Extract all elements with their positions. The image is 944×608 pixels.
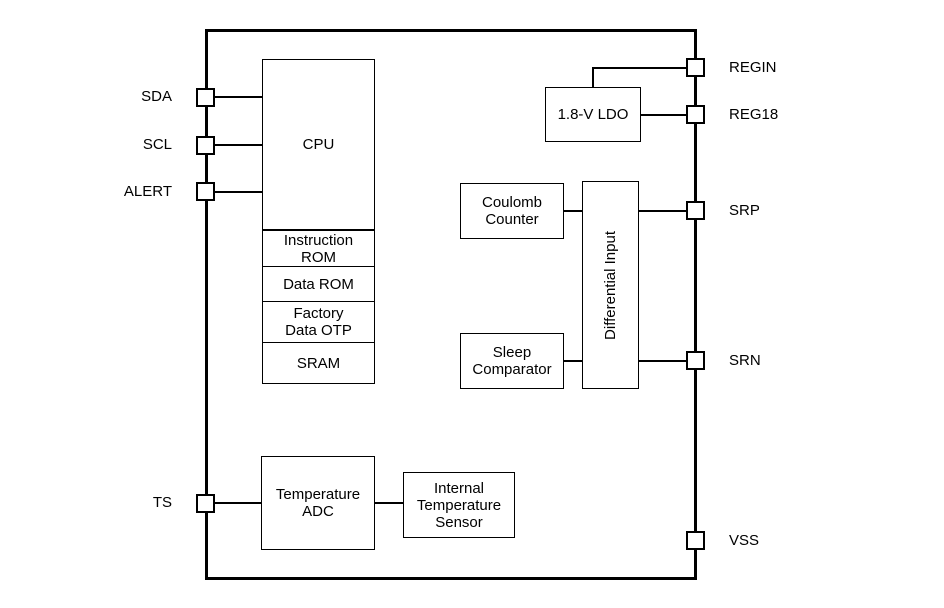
coulomb-counter-label: Coulomb Counter — [481, 194, 543, 228]
regin-pin-label: REGIN — [729, 59, 777, 76]
internal-temperature-sensor-label: Internal Temperature Sensor — [416, 479, 502, 531]
vss-pin-label: VSS — [729, 532, 760, 549]
regin-pin — [686, 58, 705, 77]
data-rom-label: Data ROM — [283, 275, 354, 293]
temperature-adc-block: Temperature ADC — [261, 456, 375, 550]
ts-pin — [196, 494, 215, 513]
data-rom-block: Data ROM — [262, 266, 375, 302]
sleep-comparator-block: Sleep Comparator — [460, 333, 564, 389]
wire-adc-sensor — [375, 502, 403, 504]
reg18-pin — [686, 105, 705, 124]
sleep-comparator-label: Sleep Comparator — [472, 344, 552, 378]
instruction-rom-block: Instruction ROM — [262, 230, 375, 267]
cpu-block: CPU — [262, 59, 375, 230]
ldo-block: 1.8-V LDO — [545, 87, 641, 142]
wire-sleep-diffinput — [564, 360, 582, 362]
ldo-label: 1.8-V LDO — [557, 106, 629, 123]
wire-diffinput-srp — [639, 210, 686, 212]
wire-sda-cpu — [215, 96, 262, 98]
differential-input-label: Differential Input — [602, 230, 619, 340]
wire-ldo-regin-horizontal — [592, 67, 686, 69]
srn-pin — [686, 351, 705, 370]
wire-coulomb-diffinput — [564, 210, 582, 212]
scl-pin-label: SCL — [142, 136, 172, 153]
sda-pin — [196, 88, 215, 107]
vss-pin — [686, 531, 705, 550]
instruction-rom-label: Instruction ROM — [283, 231, 354, 266]
factory-data-otp-label: Factory Data OTP — [285, 305, 352, 339]
differential-input-block: Differential Input — [582, 181, 639, 389]
alert-pin — [196, 182, 215, 201]
srp-pin-label: SRP — [729, 202, 760, 219]
wire-ts-adc — [215, 502, 261, 504]
coulomb-counter-block: Coulomb Counter — [460, 183, 564, 239]
wire-alert-cpu — [215, 191, 262, 193]
cpu-label: CPU — [302, 136, 335, 153]
internal-temperature-sensor-block: Internal Temperature Sensor — [403, 472, 515, 538]
wire-diffinput-srn — [639, 360, 686, 362]
alert-pin-label: ALERT — [123, 183, 172, 200]
ts-pin-label: TS — [152, 494, 172, 511]
wire-ldo-regin-vertical — [592, 67, 594, 87]
sram-label: SRAM — [296, 354, 341, 372]
sram-block: SRAM — [262, 342, 375, 384]
temperature-adc-label: Temperature ADC — [275, 486, 361, 520]
chip-boundary — [205, 29, 697, 580]
sda-pin-label: SDA — [141, 88, 172, 105]
reg18-pin-label: REG18 — [729, 106, 779, 123]
wire-scl-cpu — [215, 144, 262, 146]
scl-pin — [196, 136, 215, 155]
factory-data-otp-block: Factory Data OTP — [262, 301, 375, 343]
srn-pin-label: SRN — [729, 352, 761, 369]
srp-pin — [686, 201, 705, 220]
wire-ldo-reg18 — [641, 114, 686, 116]
